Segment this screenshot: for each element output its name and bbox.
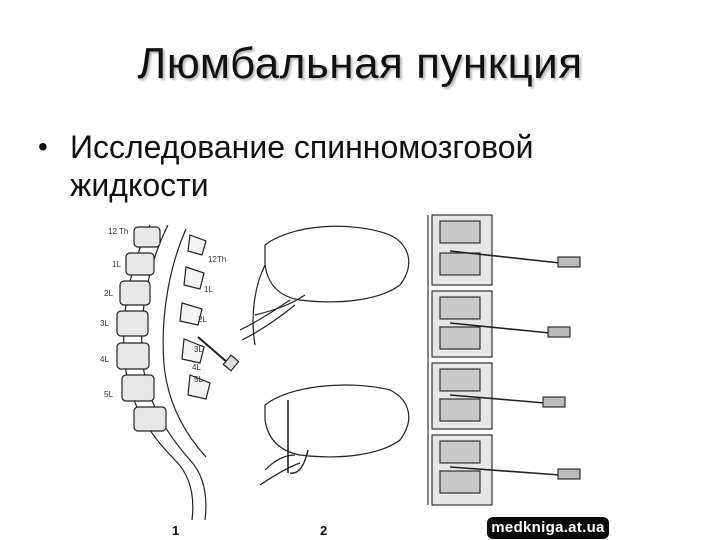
spine-label: 5L (104, 390, 113, 399)
panel-label: 1 (172, 523, 180, 538)
lumbar-puncture-illustration: 12 Th 1L 2L 3L 4L 5L 12Th 1L 2L 3L 4L 5L… (90, 205, 610, 540)
puncture-stages-drawing (427, 214, 581, 506)
watermark-badge: medkniga.at.ua (487, 517, 609, 539)
illustration-drawing (116, 214, 581, 521)
spine-label: 1L (204, 285, 213, 294)
spine-section-drawing (116, 224, 240, 521)
spine-label: 12Th (208, 255, 227, 264)
spine-label: 2L (198, 315, 207, 324)
patient-position-drawing (239, 225, 410, 486)
panel-label: 2 (320, 523, 328, 538)
spine-label: 3L (100, 319, 109, 328)
spine-label: 3L (194, 345, 203, 354)
spine-label: 2L (104, 289, 113, 298)
bullet-text: Исследование спинномозговой жидкости (70, 129, 534, 203)
slide-title: Люмбальная пункция (137, 39, 583, 88)
bullet-list: • Исследование спинномозговой жидкости (36, 128, 656, 204)
spine-label: 12 Th (108, 227, 129, 236)
spine-label: 1L (112, 260, 121, 269)
spine-label: 4L (192, 363, 201, 372)
bullet-dot-icon: • (38, 131, 48, 162)
spine-label: 5L (194, 375, 203, 384)
spine-label: 4L (100, 355, 109, 364)
bullet-item: • Исследование спинномозговой жидкости (36, 128, 656, 204)
